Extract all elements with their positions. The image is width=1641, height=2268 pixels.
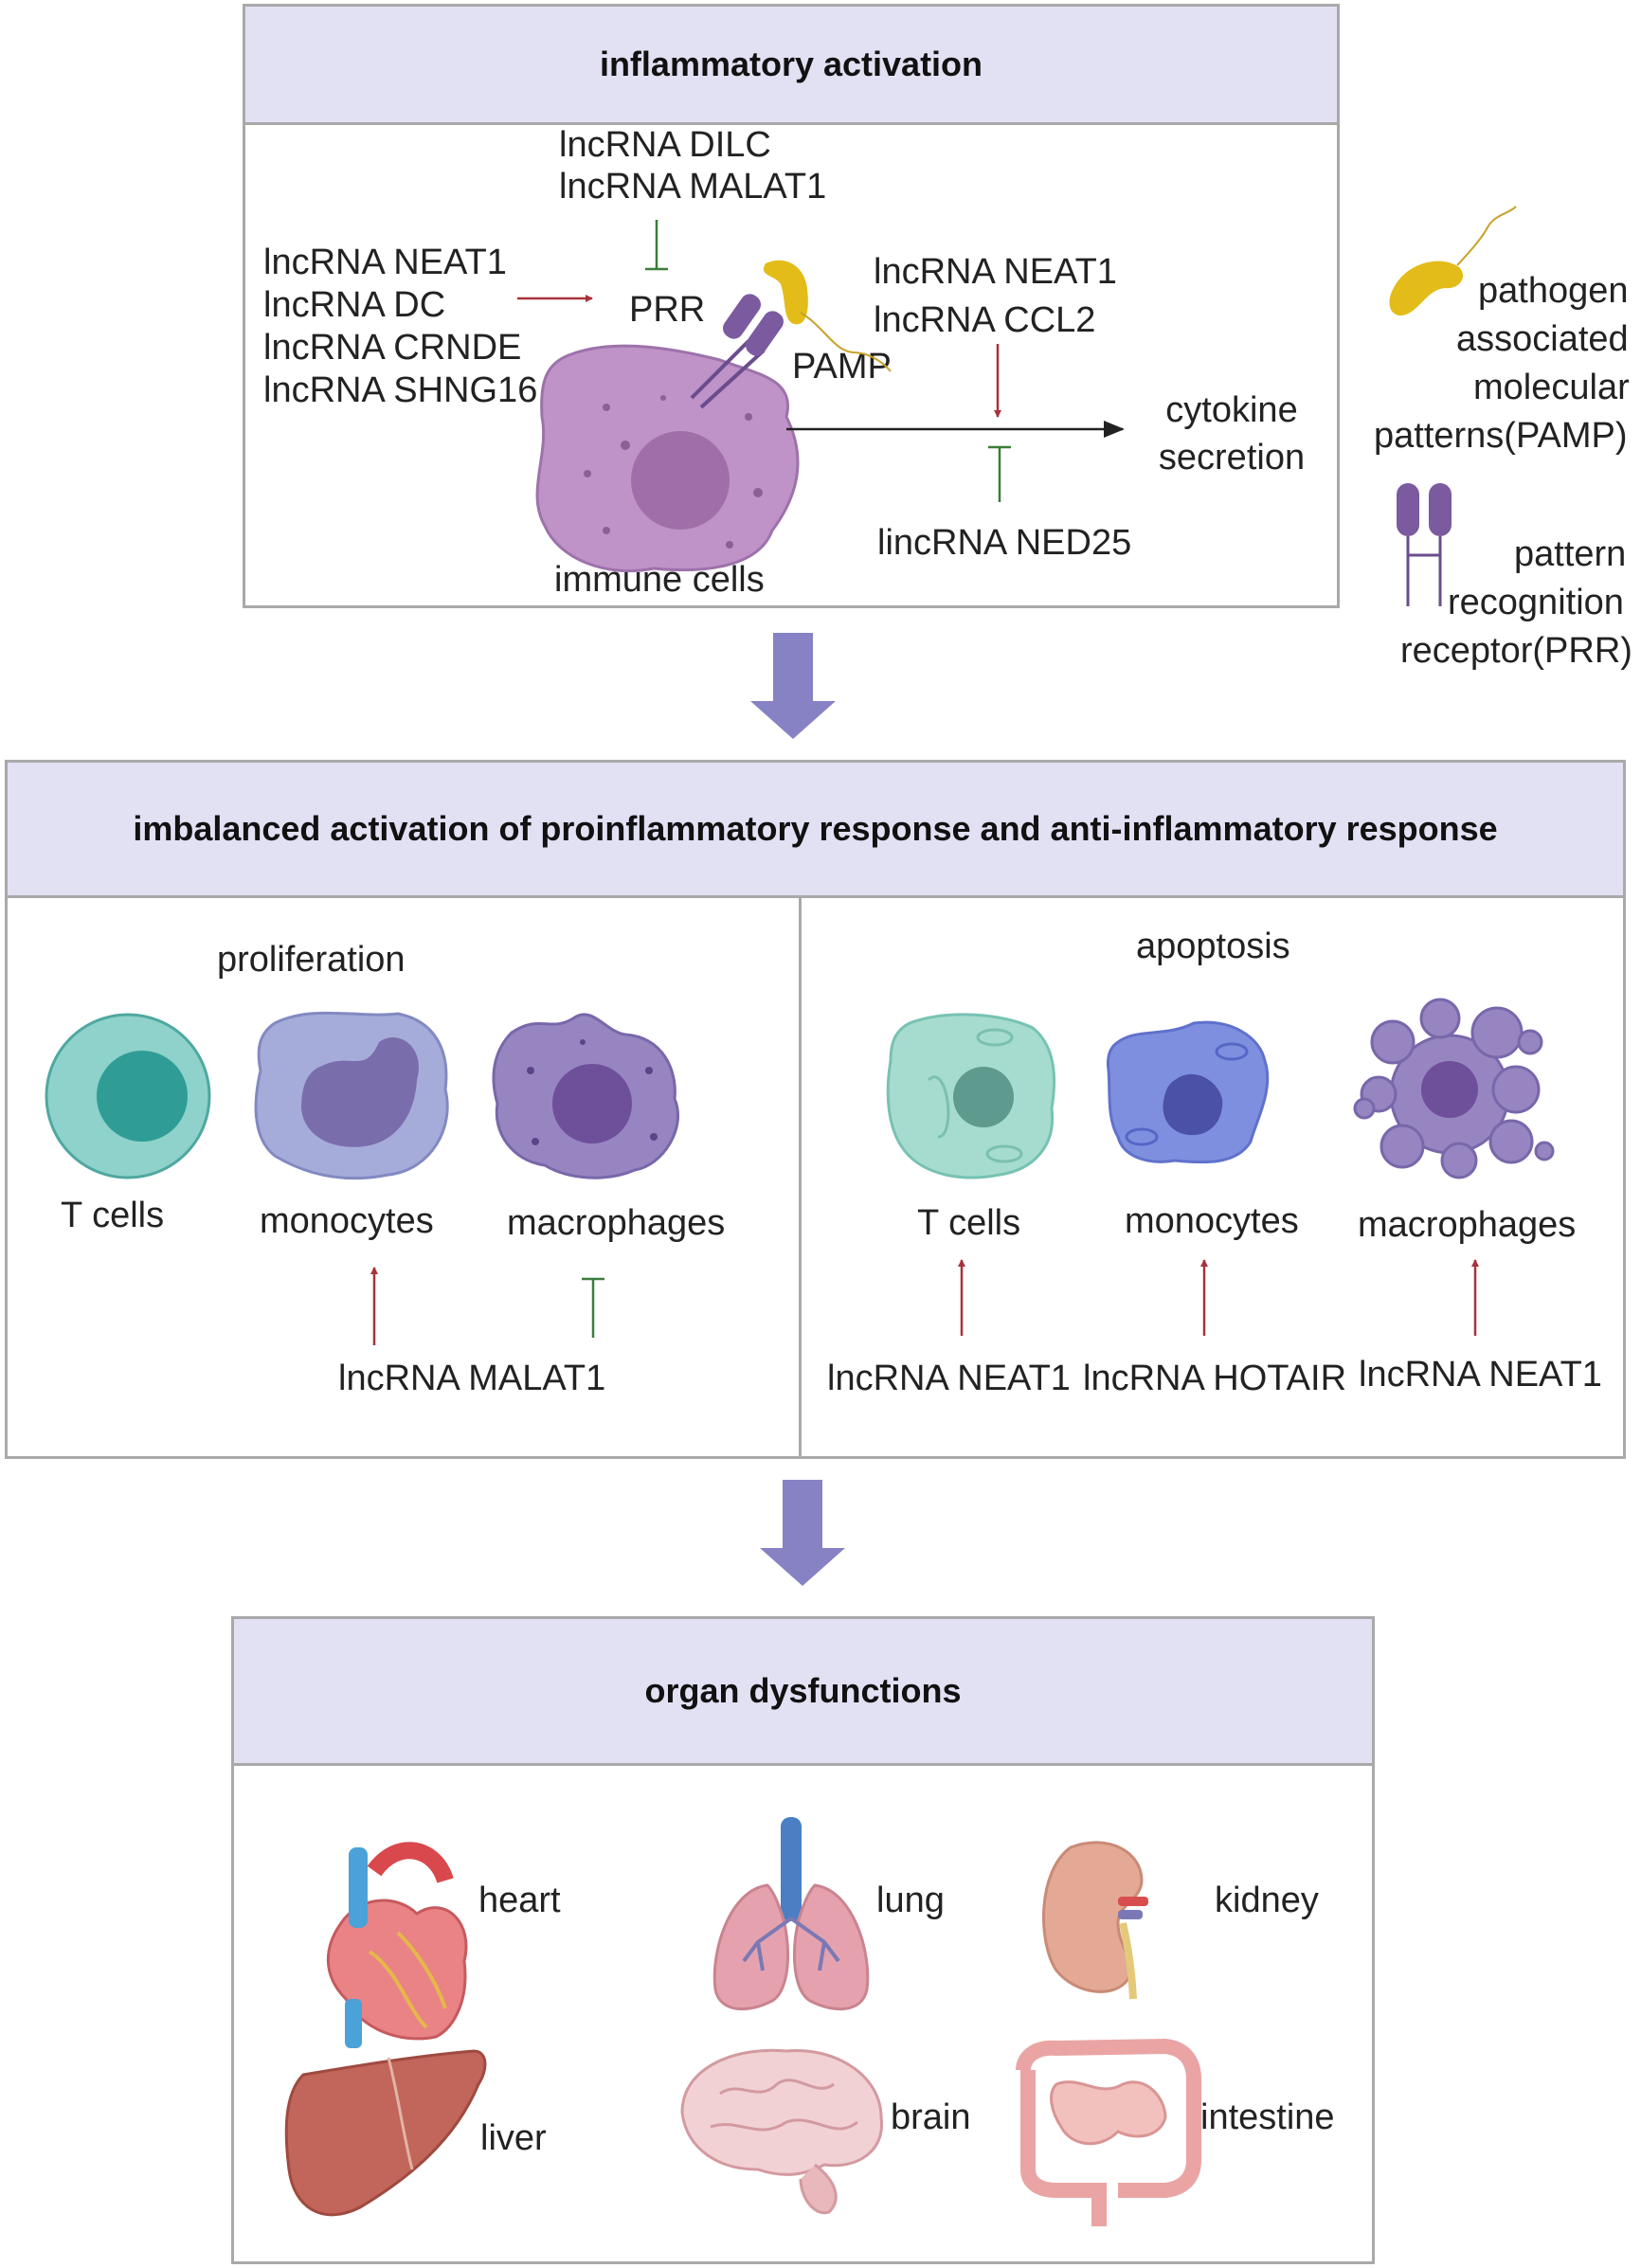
inhibition-bar-top [645, 220, 668, 271]
panel2-header: imbalanced activation of proinflammatory… [5, 760, 1626, 898]
inhibitor-label-malat1: lncRNA MALAT1 [559, 167, 827, 207]
right-macrophage-icon [1353, 998, 1555, 1179]
proliferation-heading: proliferation [217, 940, 406, 980]
panel3-title: organ dysfunctions [644, 1671, 962, 1710]
panel2-title: imbalanced activation of proinflammatory… [133, 809, 1498, 848]
legend-prr-icon [1397, 483, 1452, 606]
panel1-body [243, 122, 1340, 608]
brain-icon [680, 2048, 884, 2215]
activator-label-ccl2: lncRNA CCL2 [874, 300, 1096, 340]
heart-icon [326, 1842, 468, 2048]
legend-pamp-icon [1389, 206, 1517, 316]
legend-pamp-line3: molecular [1473, 368, 1630, 407]
prr-receptor-icon [690, 294, 784, 409]
apoptosis-heading: apoptosis [1136, 927, 1290, 966]
flow-arrow-1 [750, 633, 836, 739]
right-monocytes-label: monocytes [1125, 1201, 1299, 1241]
left-monocyte-icon [254, 1011, 449, 1180]
cytokine-label: cytokine [1165, 390, 1298, 430]
left-macrophages-label: macrophages [507, 1203, 726, 1243]
legend-pamp-line2: associated [1456, 319, 1629, 359]
organ-label-lung: lung [876, 1881, 945, 1920]
activator-label-crnde: lncRNA CRNDE [263, 328, 522, 368]
lung-icon [712, 1817, 870, 2011]
kidney-icon [1042, 1841, 1148, 2000]
organ-label-liver: liver [480, 2118, 547, 2158]
inhibitor-label-ned25: lincRNA NED25 [877, 523, 1132, 563]
panel3-header: organ dysfunctions [231, 1616, 1375, 1766]
organ-label-kidney: kidney [1215, 1881, 1319, 1920]
right-regulator-neat1-a: lncRNA NEAT1 [827, 1359, 1071, 1398]
flow-arrow-2 [760, 1480, 845, 1586]
activator-label-neat1: lncRNA NEAT1 [263, 243, 507, 282]
activator-label-shng16: lncRNA SHNG16 [263, 370, 538, 410]
immune-cell-icon [535, 344, 800, 573]
panel1-title: inflammatory activation [599, 45, 983, 83]
right-tcells-label: T cells [917, 1203, 1021, 1243]
right-regulator-neat1-b: lncRNA NEAT1 [1359, 1355, 1602, 1395]
legend-pamp-line1: pathogen [1478, 271, 1629, 311]
pamp-label: PAMP [792, 347, 892, 387]
liver-icon [284, 2049, 487, 2217]
panel1-header: inflammatory activation [243, 4, 1340, 125]
inhibition-bar-ned25 [988, 445, 1011, 502]
legend-prr-line3: receptor(PRR) [1400, 631, 1632, 671]
left-macrophage-icon [492, 1013, 680, 1179]
panel2-right-body [799, 895, 1626, 1459]
left-monocytes-label: monocytes [260, 1201, 434, 1241]
legend-prr-line2: recognition [1448, 583, 1624, 622]
activator-label-neat1-right: lncRNA NEAT1 [874, 252, 1117, 292]
legend-pamp-line4: patterns(PAMP) [1374, 416, 1628, 456]
prr-label: PRR [629, 290, 706, 330]
secretion-label: secretion [1158, 438, 1306, 477]
organ-label-intestine: intestine [1200, 2097, 1335, 2137]
left-inhibition-bar-macrophages [582, 1277, 604, 1338]
right-macrophages-label: macrophages [1358, 1205, 1577, 1245]
left-tcell-icon [45, 1013, 211, 1179]
right-tcell-icon [886, 1013, 1056, 1179]
legend-prr-line1: pattern [1514, 534, 1627, 574]
right-monocyte-icon [1107, 1020, 1270, 1164]
activator-label-dc: lncRNA DC [263, 285, 446, 325]
left-tcells-label: T cells [61, 1196, 165, 1235]
intestine-icon [1016, 2038, 1201, 2226]
organ-label-brain: brain [891, 2097, 971, 2137]
inhibitor-label-dilc: lncRNA DILC [559, 125, 771, 165]
organ-label-heart: heart [478, 1881, 561, 1920]
right-regulator-hotair: lncRNA HOTAIR [1083, 1359, 1347, 1398]
pamp-bacterium-icon [763, 260, 892, 372]
left-regulator-malat1: lncRNA MALAT1 [338, 1359, 606, 1398]
